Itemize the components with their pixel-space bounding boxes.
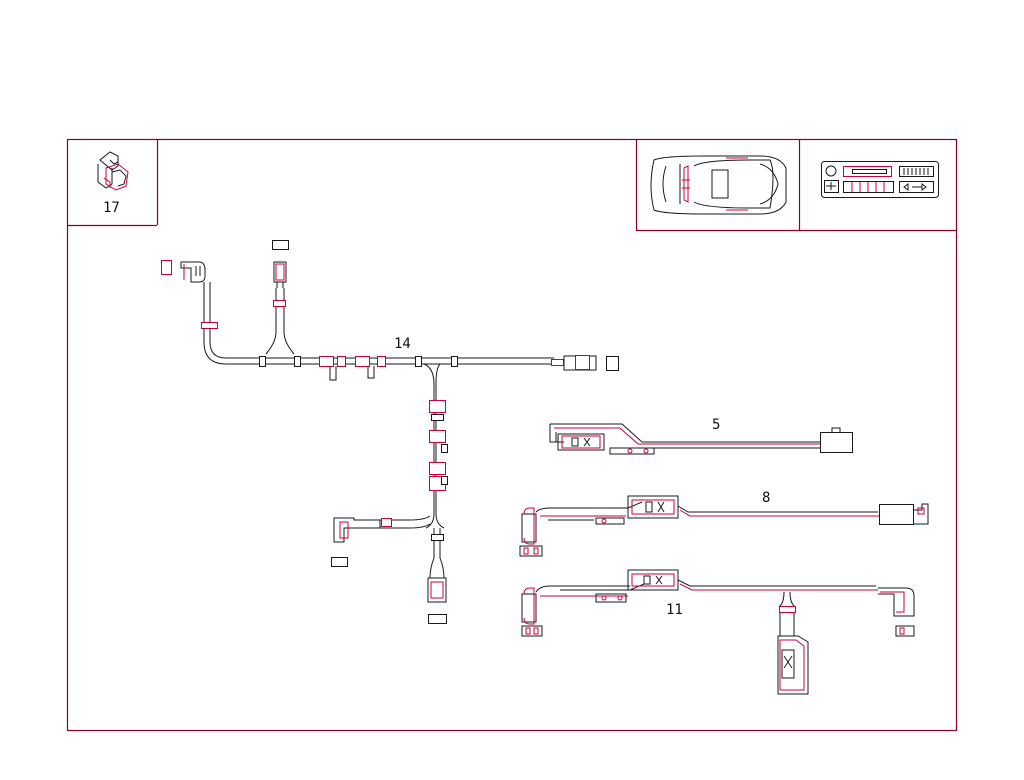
harness-a — [549, 423, 853, 455]
harness-main-label: 14 — [394, 336, 411, 352]
harness-main — [161, 240, 619, 624]
harness-c-label: 11 — [666, 602, 683, 618]
radio-unit-icon — [821, 161, 939, 198]
harness-c — [521, 569, 915, 695]
harness-a-label: 5 — [712, 417, 720, 433]
harness-b-label: 8 — [762, 490, 770, 506]
clip-label: 17 — [103, 200, 120, 216]
diagram-frame — [66, 138, 958, 732]
vehicle-top-view-icon — [650, 155, 787, 215]
clip-icon — [97, 151, 129, 191]
harness-b — [519, 495, 929, 557]
